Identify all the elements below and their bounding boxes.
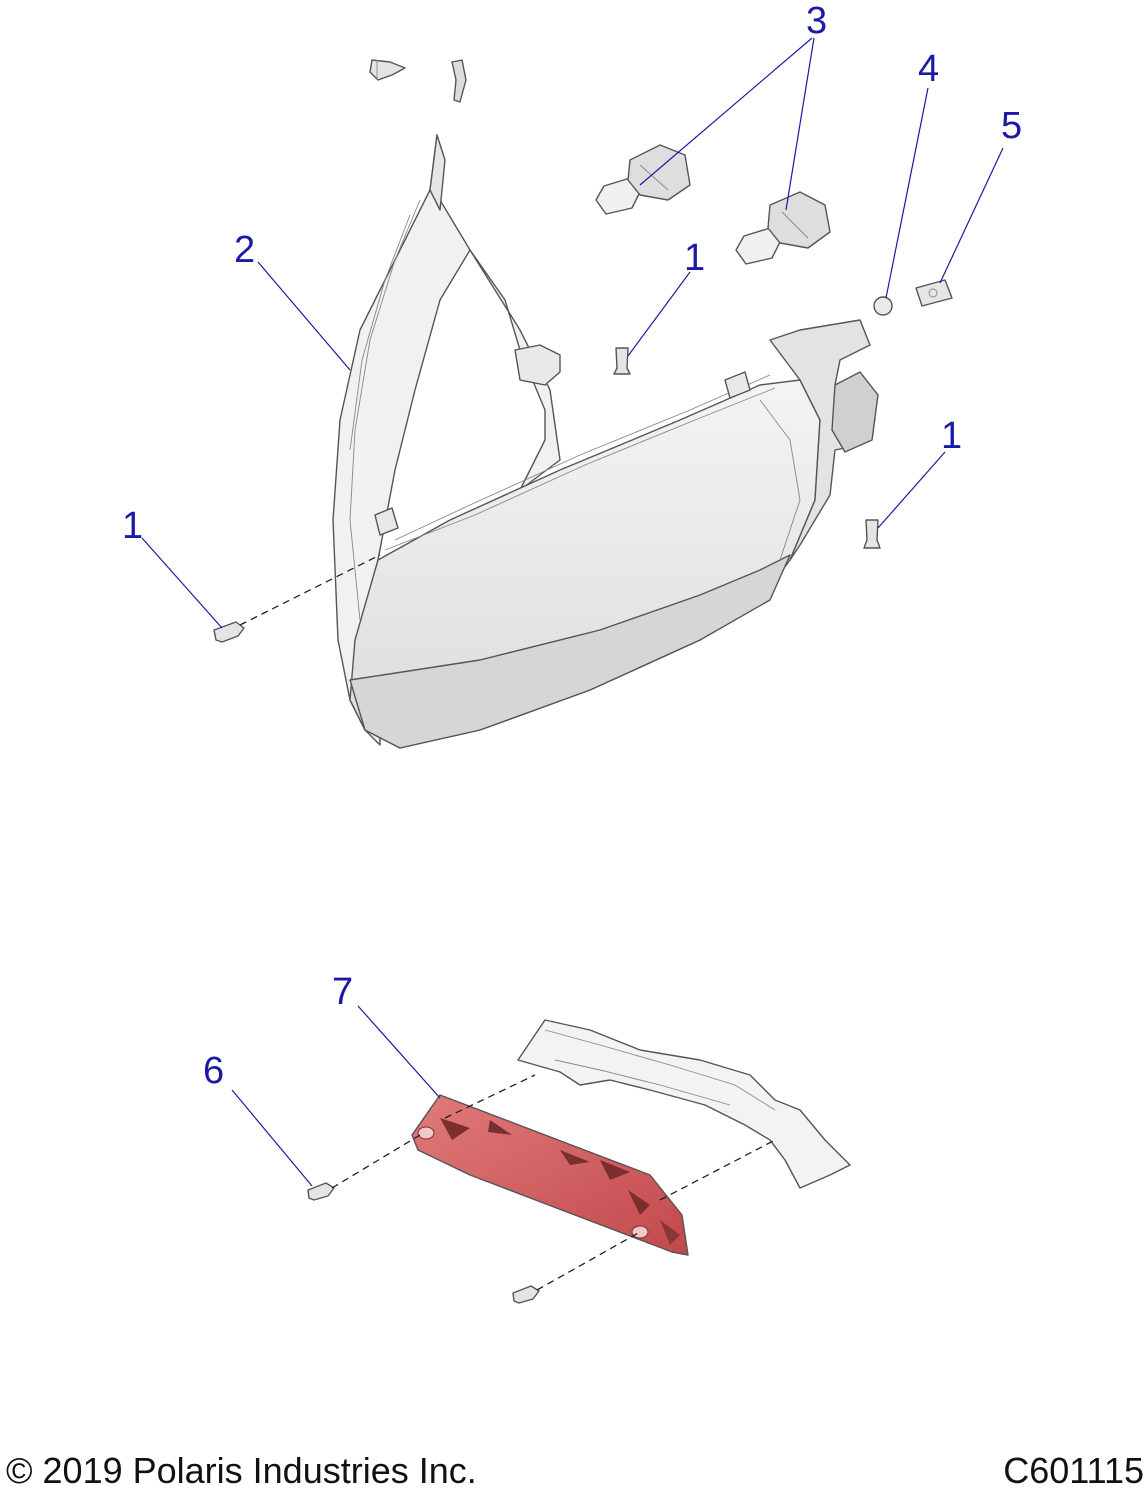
copyright-notice: © 2019 Polaris Industries Inc. (6, 1450, 477, 1491)
callout-6: 6 (203, 1050, 224, 1092)
taillight-screw-upper (307, 1182, 335, 1201)
callout-2: 2 (234, 229, 255, 271)
taillight-bracket (517, 1019, 851, 1189)
callout-3: 3 (806, 0, 827, 42)
taillight-lens (411, 1094, 689, 1256)
callout-4: 4 (918, 48, 939, 90)
screw-left (213, 621, 245, 643)
push-clip (369, 59, 406, 81)
assembly-line-mid (444, 1074, 536, 1119)
headlight-bulb-upper (595, 144, 691, 215)
callout-7: 7 (332, 971, 353, 1013)
headlight-bulb-lower (735, 191, 831, 265)
assembly-line-upper (331, 1134, 421, 1189)
screw-upper (613, 347, 631, 375)
drawing-number: C601115 (1003, 1450, 1144, 1491)
leader-lines (141, 37, 1004, 1187)
assembly-line-lower (536, 1231, 641, 1291)
callout-1-upper: 1 (684, 237, 705, 279)
callout-5: 5 (1001, 105, 1022, 147)
clip-nut (915, 279, 953, 307)
assembly-line-right (659, 1139, 776, 1201)
wire-clip (451, 59, 467, 103)
hex-nut (873, 296, 893, 316)
screw-right (863, 519, 881, 549)
assembly-line-screw (239, 554, 381, 626)
callout-1-left: 1 (122, 505, 143, 547)
headlight-assembly (332, 134, 879, 749)
taillight-screw-lower (512, 1285, 540, 1304)
callout-1-right: 1 (941, 415, 962, 457)
